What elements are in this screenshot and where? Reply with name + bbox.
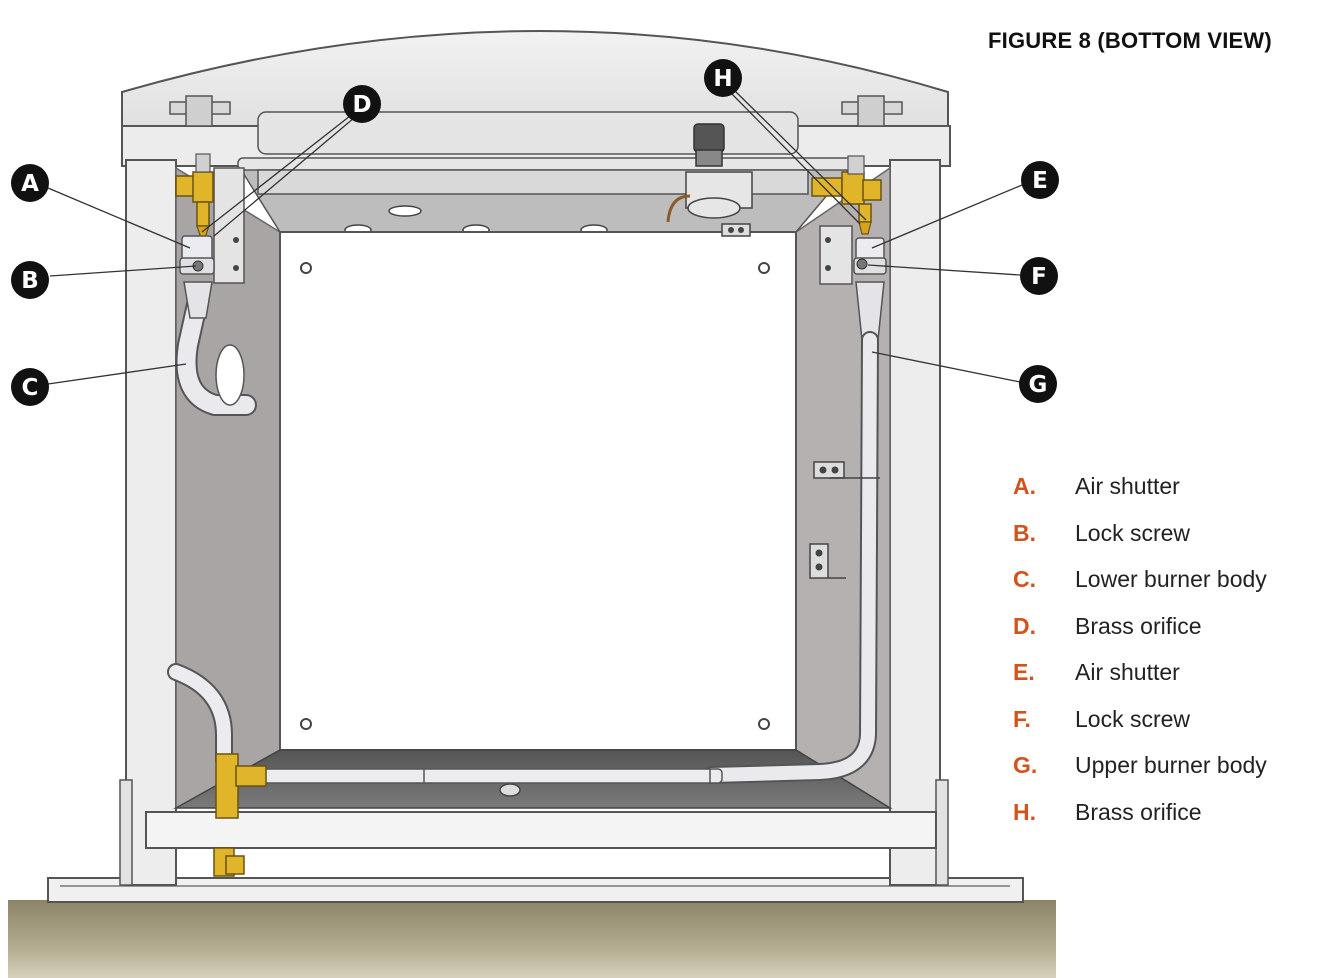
right-bracket [819, 225, 853, 285]
right-wall-bracket-lower [809, 543, 846, 579]
legend-letter: C. [1013, 566, 1036, 592]
svg-text:G: G [1029, 372, 1048, 398]
legend-item-f: F. Lock screw [1013, 701, 1338, 748]
brass-tee-fitting [213, 753, 267, 877]
legend-label: Lock screw [1075, 519, 1191, 546]
ground [8, 900, 1056, 978]
bottom-panel [279, 231, 797, 751]
top-knob-right [841, 95, 903, 127]
legend-label: Brass orifice [1075, 612, 1202, 639]
callout-e: E [1021, 161, 1059, 199]
top-knob-left [169, 95, 231, 127]
legend-item-b: B. Lock screw [1013, 515, 1338, 562]
legend-letter: E. [1013, 659, 1035, 685]
upper-burner-body [703, 281, 885, 784]
legend-letter: D. [1013, 612, 1036, 639]
callout-c: C [11, 368, 49, 406]
legend: A. Air shutter B. Lock screw C. Lower bu… [1013, 468, 1338, 840]
right-wall-bracket-upper [813, 461, 880, 479]
base-slab [47, 877, 1024, 903]
svg-text:C: C [22, 375, 39, 401]
legend-label: Brass orifice [1075, 798, 1202, 825]
legend-letter: G. [1013, 752, 1038, 778]
svg-text:F: F [1031, 264, 1047, 290]
leader-d2 [213, 117, 355, 237]
leader-a [47, 187, 191, 249]
legend-letter: A. [1013, 473, 1036, 499]
left-valve [175, 153, 214, 239]
right-frame-post [889, 159, 941, 886]
callout-a: A [11, 164, 49, 202]
callout-d: D [343, 85, 381, 123]
svg-text:E: E [1032, 168, 1048, 194]
left-frame-post [125, 159, 177, 886]
legend-item-e: E. Air shutter [1013, 654, 1338, 701]
leader-h1 [729, 91, 861, 225]
gas-supply-pipe [167, 663, 723, 784]
leader-g [871, 351, 1021, 383]
front-rail [145, 811, 937, 849]
svg-text:H: H [713, 66, 732, 92]
svg-text:B: B [21, 268, 39, 294]
legend-item-d: D. Brass orifice [1013, 608, 1338, 655]
legend-item-c: C. Lower burner body [1013, 561, 1338, 608]
leader-c [47, 363, 187, 385]
callout-g: G [1019, 365, 1057, 403]
svg-text:A: A [21, 171, 39, 197]
callout-h: H [704, 59, 742, 97]
top-cross-pipe [237, 157, 859, 171]
left-bracket [213, 167, 245, 284]
legend-label: Air shutter [1075, 659, 1180, 685]
legend-label: Air shutter [1075, 473, 1180, 499]
legend-label: Upper burner body [1075, 752, 1267, 778]
callout-b: B [11, 261, 49, 299]
legend-item-h: H. Brass orifice [1013, 794, 1338, 841]
svg-text:D: D [352, 92, 371, 118]
legend-item-g: G. Upper burner body [1013, 747, 1338, 794]
legend-label: Lock screw [1075, 705, 1191, 732]
lower-burner-body [175, 281, 257, 416]
legend-label: Lower burner body [1075, 566, 1267, 592]
leader-f [867, 264, 1021, 276]
legend-letter: F. [1013, 705, 1031, 732]
leader-h2 [733, 89, 867, 221]
leader-d1 [201, 115, 351, 233]
legend-letter: B. [1013, 519, 1036, 546]
legend-letter: H. [1013, 798, 1036, 825]
legend-item-a: A. Air shutter [1013, 468, 1338, 515]
ignition-module [666, 123, 753, 237]
callout-f: F [1020, 257, 1058, 295]
figure-title: FIGURE 8 (BOTTOM VIEW) [988, 28, 1272, 53]
leader-lines [47, 89, 1023, 385]
leader-b [49, 265, 197, 277]
leader-e [871, 184, 1023, 249]
